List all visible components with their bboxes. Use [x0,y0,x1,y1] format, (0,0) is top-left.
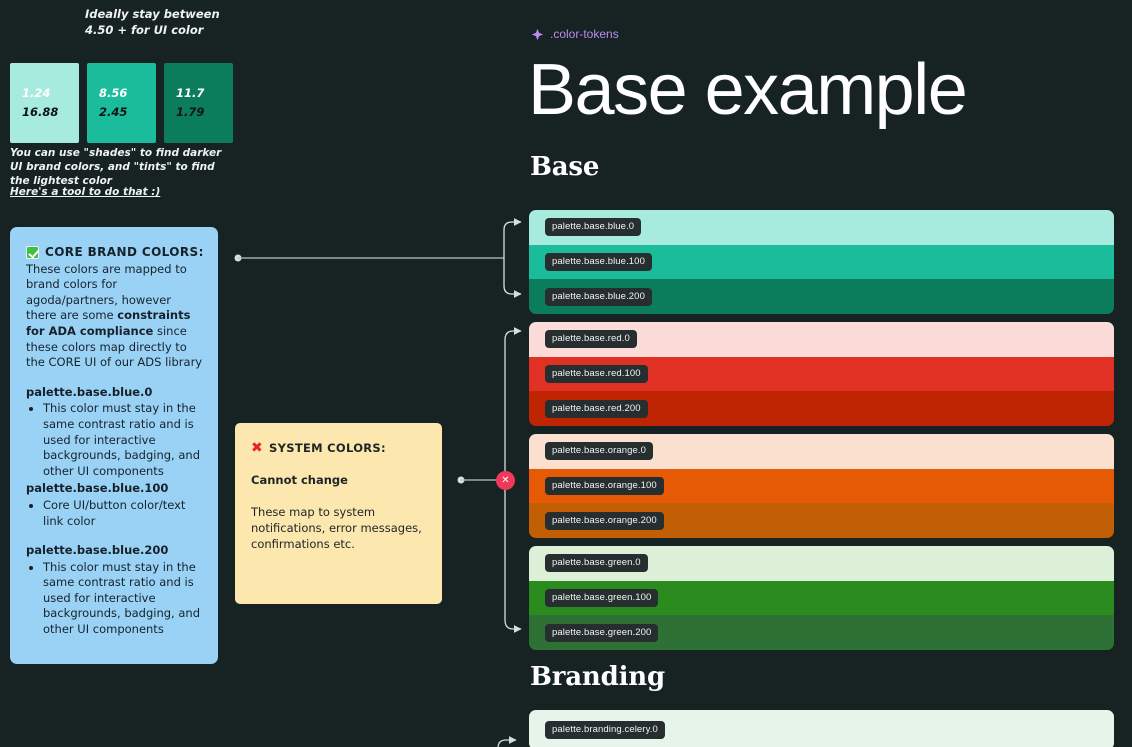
contrast-ratio-on-light: 11.7 [176,86,205,100]
token-name-blue-100: palette.base.blue.100 [26,481,169,496]
color-swatch[interactable]: palette.base.blue.100 [529,244,1114,280]
color-token-chip: palette.base.blue.200 [545,287,652,306]
section-heading-base: Base [530,152,600,182]
token-bullets-blue-100: Core UI/button color/text link color [30,498,204,529]
red-x-icon: ✖ [251,440,264,456]
color-swatch[interactable]: palette.base.orange.0 [529,434,1114,469]
color-token-chip: palette.base.green.100 [545,588,659,607]
system-colors-sticky-note: ✖ SYSTEM COLORS: Cannot change These map… [235,423,442,604]
system-colors-heading: ✖ SYSTEM COLORS: [251,440,426,456]
system-colors-subheading: Cannot change [251,473,348,487]
core-brand-colors-body: These colors are mapped to brand colors … [26,262,204,371]
color-token-chip: palette.base.red.200 [545,399,648,418]
color-swatch[interactable]: palette.base.red.100 [529,356,1114,392]
swatch-group-blue: palette.base.blue.0 palette.base.blue.100… [529,210,1114,314]
color-swatch[interactable]: palette.base.blue.0 [529,210,1114,245]
color-swatch[interactable]: palette.base.green.100 [529,580,1114,616]
color-token-chip: palette.base.green.0 [545,554,648,573]
shades-tints-note: You can use "shades" to find darker UI b… [10,147,222,187]
list-item: This color must stay in the same contras… [43,401,204,479]
page-title: Base example [528,50,968,130]
contrast-ratio-on-dark: 16.88 [22,104,59,119]
color-token-chip: palette.base.orange.0 [545,442,654,461]
contrast-ratio-on-light: 1.24 [22,86,51,100]
color-swatch[interactable]: palette.base.orange.100 [529,468,1114,504]
color-swatch[interactable]: palette.base.orange.200 [529,503,1114,538]
breadcrumb[interactable]: .color-tokens [531,27,619,41]
contrast-swatch[interactable]: 8.56 2.45 [87,63,156,143]
token-name-blue-200: palette.base.blue.200 [26,543,169,558]
swatch-group-orange: palette.base.orange.0 palette.base.orange… [529,434,1114,538]
swatch-group-red: palette.base.red.0 palette.base.red.100 pa… [529,322,1114,426]
token-bullets-blue-200: This color must stay in the same contras… [30,560,204,638]
core-brand-colors-card: CORE BRAND COLORS: These colors are mapp… [10,227,218,664]
color-swatch[interactable]: palette.branding.celery.0 [529,710,1114,747]
core-brand-body-part-2: since these colors map directly to the C… [26,323,203,370]
color-swatch[interactable]: palette.base.green.200 [529,615,1114,650]
color-swatch[interactable]: palette.base.red.0 [529,322,1114,357]
color-token-chip: palette.base.red.100 [545,364,648,383]
diamond-sparkle-icon [531,28,544,40]
core-brand-body-bold: constraints for ADA compliance [26,308,191,338]
color-swatch[interactable]: palette.base.green.0 [529,546,1114,581]
contrast-swatch[interactable]: 1.24 16.88 [10,63,79,143]
swatch-group-green: palette.base.green.0 palette.base.green.1… [529,546,1114,650]
token-bullets-blue-0: This color must stay in the same contras… [30,401,204,479]
core-brand-colors-heading-text: CORE BRAND COLORS: [45,245,204,259]
green-check-icon [26,246,39,260]
list-item: Core UI/button color/text link color [43,498,204,529]
contrast-ratio-on-light: 8.56 [99,86,128,100]
color-swatch[interactable]: palette.base.red.200 [529,391,1114,426]
core-brand-body-part-1: These colors are mapped to brand colors … [26,261,187,323]
core-brand-colors-heading: CORE BRAND COLORS: [26,245,204,261]
color-token-chip: palette.branding.celery.0 [545,721,665,739]
contrast-guidance-note: Ideally stay between 4.50 + for UI color [85,7,220,37]
color-token-chip: palette.base.red.0 [545,330,637,349]
section-heading-branding: Branding [530,662,665,692]
token-name-blue-0: palette.base.blue.0 [26,384,153,399]
color-token-chip: palette.base.orange.200 [545,511,664,530]
color-token-chip: palette.base.green.200 [545,623,659,642]
color-swatch[interactable]: palette.base.blue.200 [529,279,1114,314]
system-colors-body: These map to system notifications, error… [251,505,422,551]
contrast-ratio-on-dark: 2.45 [99,104,128,119]
color-token-chip: palette.base.blue.0 [545,218,642,237]
color-token-chip: palette.base.orange.100 [545,476,664,495]
contrast-ratio-on-dark: 1.79 [176,104,205,119]
contrast-ratio-swatch-row: 1.24 16.88 8.56 2.45 11.7 1.79 [10,63,233,143]
swatch-group-celery: palette.branding.celery.0 [529,710,1114,747]
contrast-swatch[interactable]: 11.7 1.79 [164,63,233,143]
system-colors-badge[interactable]: ✕ [496,471,515,490]
breadcrumb-label: .color-tokens [550,27,619,41]
color-token-chip: palette.base.blue.100 [545,252,652,271]
list-item: This color must stay in the same contras… [43,560,204,638]
system-colors-heading-text: SYSTEM COLORS: [269,441,386,455]
tool-link[interactable]: Here's a tool to do that :) [10,186,161,198]
